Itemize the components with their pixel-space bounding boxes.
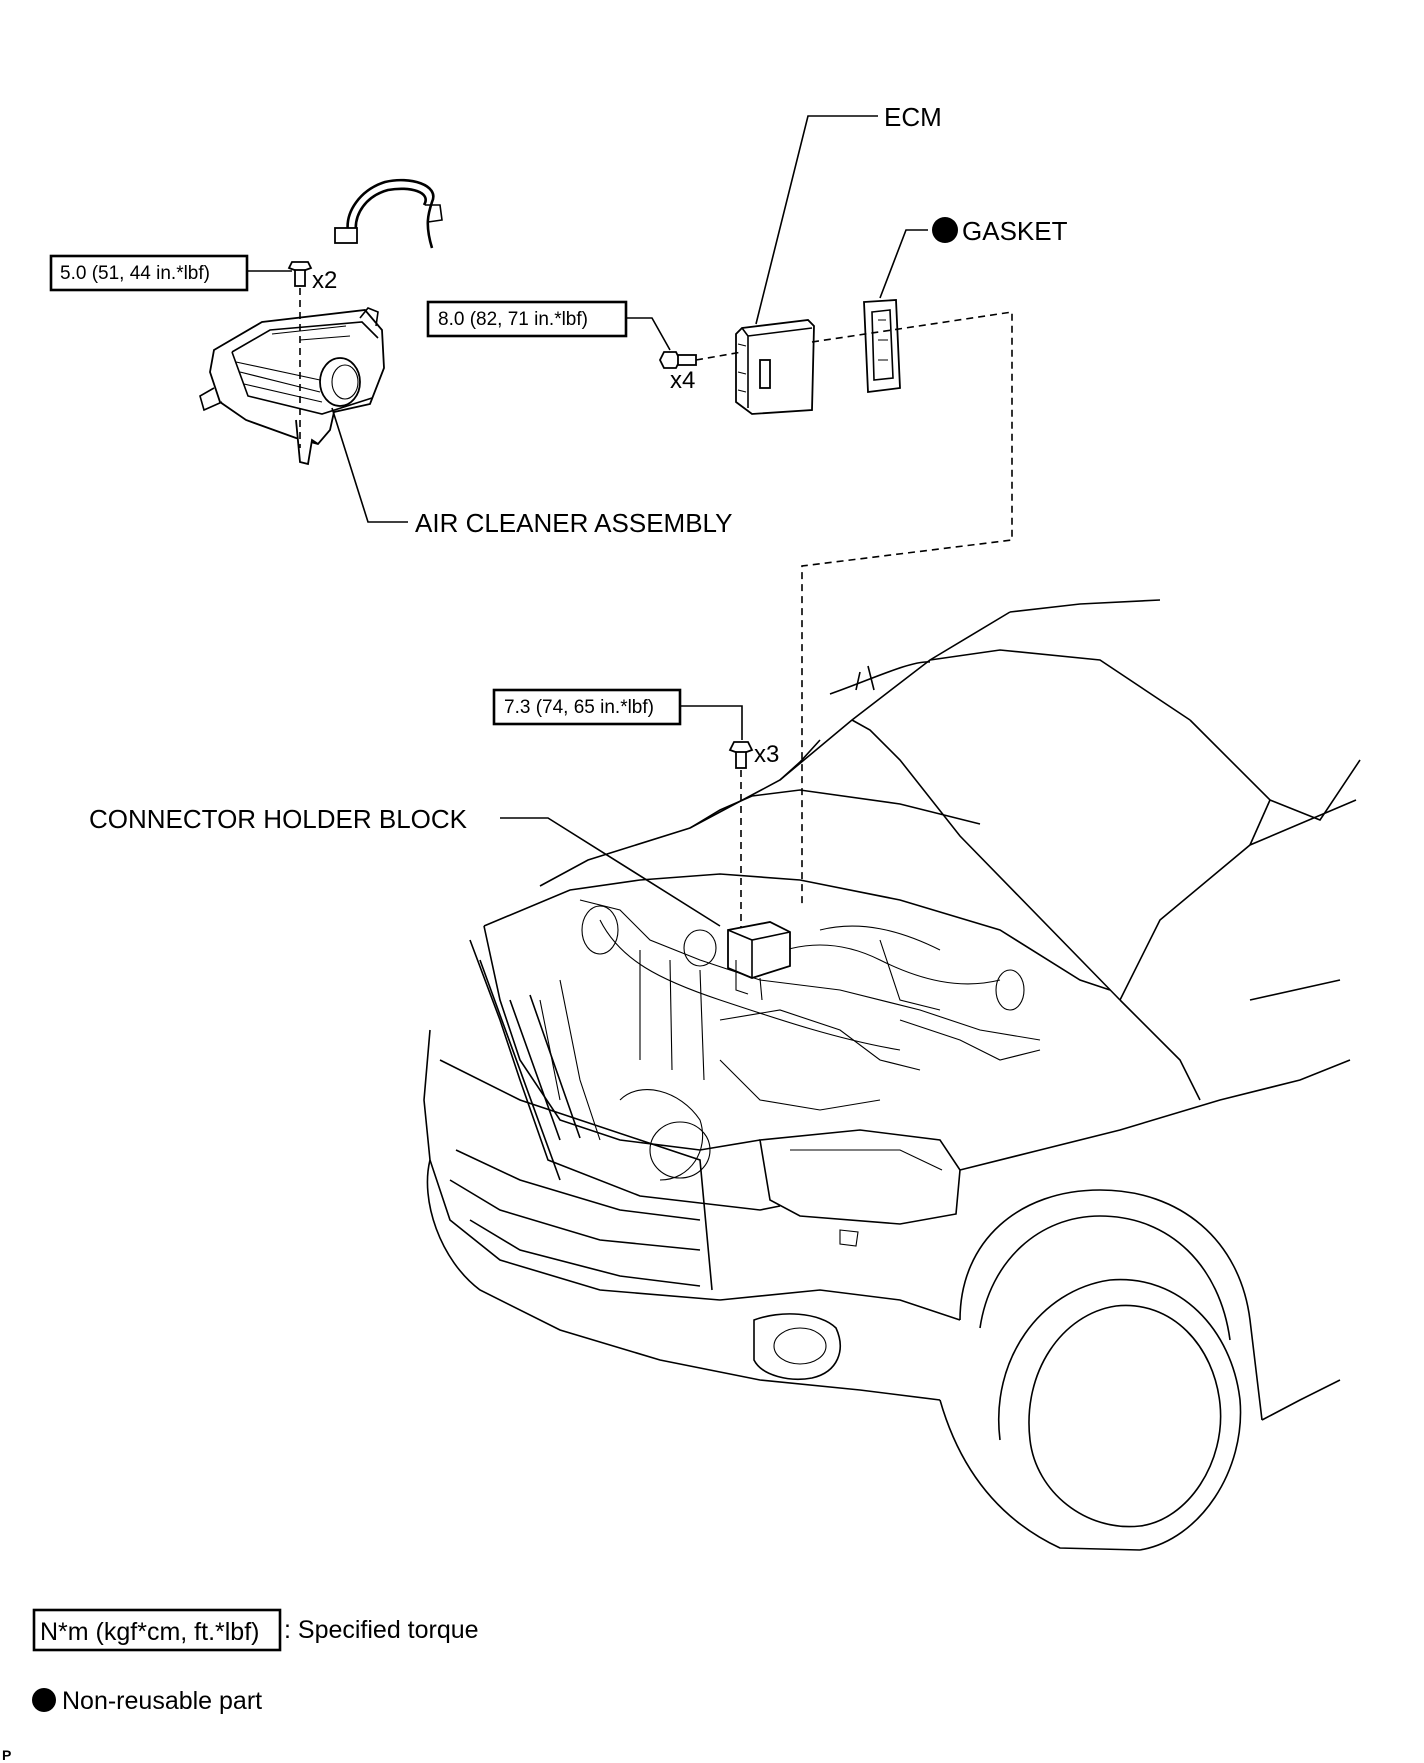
legend-non-reusable-dot bbox=[32, 1688, 56, 1712]
qty-ecm: x4 bbox=[670, 367, 695, 394]
guide-line-ecm-bolt bbox=[695, 351, 743, 361]
gasket bbox=[863, 299, 901, 394]
legend: N*m (kgf*cm, ft.*lbf) : Specified torque… bbox=[32, 1608, 479, 1715]
corner-mark: P bbox=[2, 1747, 11, 1763]
air-cleaner-assembly bbox=[199, 307, 385, 466]
non-reusable-dot-gasket bbox=[932, 217, 958, 243]
label-ecm: ECM bbox=[884, 102, 942, 132]
guide-line-ecm-location bbox=[801, 311, 1013, 904]
leader-ecm bbox=[755, 115, 878, 325]
bolt-air-cleaner bbox=[287, 261, 313, 287]
leader-air-cleaner bbox=[331, 407, 408, 523]
bolt-ecm bbox=[658, 351, 697, 369]
qty-air-cleaner: x2 bbox=[312, 267, 337, 294]
torque-box-ecm: 8.0 (82, 71 in.*lbf) bbox=[426, 300, 671, 351]
torque-air-cleaner: 5.0 (51, 44 in.*lbf) bbox=[60, 263, 210, 284]
legend-torque-box bbox=[32, 1608, 282, 1652]
label-air-cleaner: AIR CLEANER ASSEMBLY bbox=[415, 508, 732, 538]
truck-front bbox=[423, 599, 1361, 1551]
legend-torque-desc: : Specified torque bbox=[284, 1616, 479, 1644]
label-gasket: GASKET bbox=[962, 216, 1068, 246]
leader-connector-holder bbox=[500, 817, 721, 927]
torque-box-air-cleaner: 5.0 (51, 44 in.*lbf) bbox=[49, 254, 292, 292]
qty-connector: x3 bbox=[754, 741, 779, 768]
label-connector-holder: CONNECTOR HOLDER BLOCK bbox=[89, 804, 468, 834]
torque-connector: 7.3 (74, 65 in.*lbf) bbox=[504, 697, 654, 718]
wire-harness bbox=[334, 178, 443, 249]
torque-ecm: 8.0 (82, 71 in.*lbf) bbox=[438, 309, 588, 330]
legend-non-reusable: Non-reusable part bbox=[62, 1687, 262, 1715]
leader-gasket bbox=[879, 229, 928, 299]
ecm-unit bbox=[735, 319, 815, 415]
legend-torque-unit: N*m (kgf*cm, ft.*lbf) bbox=[40, 1618, 259, 1646]
torque-box-connector: 7.3 (74, 65 in.*lbf) bbox=[492, 688, 743, 740]
bolt-connector-holder bbox=[728, 741, 754, 769]
